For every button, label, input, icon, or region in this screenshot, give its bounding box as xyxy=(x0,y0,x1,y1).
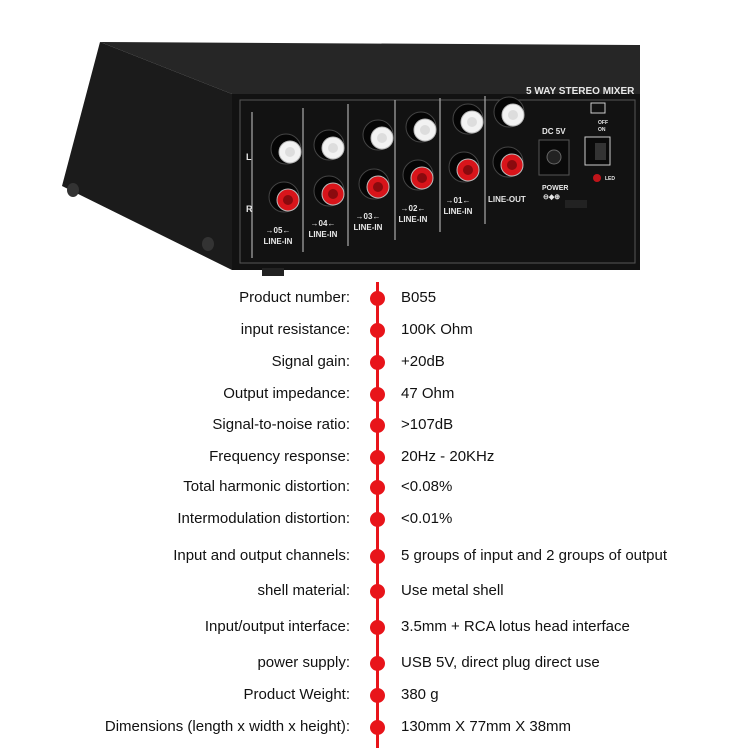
device-side-face xyxy=(62,42,232,270)
spec-label: input resistance: xyxy=(240,321,350,338)
spec-row: Product number: B055 xyxy=(0,288,750,308)
spec-value: 20Hz - 20KHz xyxy=(401,448,495,465)
rca-jack-right xyxy=(268,181,300,213)
rca-jack-left xyxy=(270,133,302,165)
panel-title: 5 WAY STEREO MIXER xyxy=(526,86,635,97)
spec-label: Input and output channels: xyxy=(173,547,350,564)
spec-label: Intermodulation distortion: xyxy=(177,510,350,527)
spec-value: 130mm X 77mm X 38mm xyxy=(401,718,572,735)
spec-row: Product Weight: 380 g xyxy=(0,685,750,705)
polarity-label: ⊖◆⊕ xyxy=(543,194,560,201)
spec-value: 47 Ohm xyxy=(401,385,455,402)
spec-value: USB 5V, direct plug direct use xyxy=(401,654,600,671)
bullet-dot xyxy=(370,387,385,402)
spec-value: +20dB xyxy=(401,353,445,370)
spec-label: Dimensions (length x width x height): xyxy=(104,718,350,735)
rca-jack-right xyxy=(492,146,524,178)
stereo-mixer-image: 5 WAY STEREO MIXER L R →05← LINE-IN →04← LI… xyxy=(62,42,640,276)
spec-row: Input/output interface: 3.5mm + RCA lotus… xyxy=(0,617,750,637)
bullet-dot xyxy=(370,418,385,433)
spec-row: Output impedance: 47 Ohm xyxy=(0,384,750,404)
rca-jack-right xyxy=(313,175,345,207)
bullet-dot xyxy=(370,720,385,735)
spec-row: Input and output channels: 5 groups of in… xyxy=(0,546,750,566)
line-in-label: LINE-IN xyxy=(354,223,383,232)
line-out-label: LINE-OUT xyxy=(488,195,526,204)
input-number-label: →01← xyxy=(446,196,471,205)
line-in-label: LINE-IN xyxy=(309,230,338,239)
input-number-label: →04← xyxy=(311,219,336,228)
spec-value: >107dB xyxy=(401,416,454,433)
line-in-label: LINE-IN xyxy=(264,237,293,246)
rca-jack-left xyxy=(405,111,437,143)
spec-label: power supply: xyxy=(257,654,350,671)
led-indicator xyxy=(593,174,601,182)
line-in-label: LINE-IN xyxy=(444,207,473,216)
spec-value: B055 xyxy=(401,289,437,306)
spec-label: Output impedance: xyxy=(223,385,350,402)
spec-label: shell material: xyxy=(257,582,350,599)
bullet-dot xyxy=(370,323,385,338)
rca-jack-left xyxy=(452,103,484,135)
channel-left-label: L xyxy=(246,152,252,162)
spec-row: Dimensions (length x width x height): 130… xyxy=(0,717,750,737)
bullet-dot xyxy=(370,549,385,564)
bullet-dot xyxy=(370,291,385,306)
bullet-dot xyxy=(370,355,385,370)
rca-jack-left xyxy=(313,129,345,161)
bullet-dot xyxy=(370,512,385,527)
rca-jack-right xyxy=(402,159,434,191)
switch-on-label: ON xyxy=(598,127,606,133)
spec-row: shell material: Use metal shell xyxy=(0,581,750,601)
spec-label: Frequency response: xyxy=(209,448,350,465)
bullet-dot xyxy=(370,584,385,599)
spec-value: 380 g xyxy=(401,686,439,703)
spec-label: Total harmonic distortion: xyxy=(183,478,350,495)
spec-value: <0.08% xyxy=(401,478,453,495)
bullet-dot xyxy=(370,480,385,495)
bullet-dot xyxy=(370,656,385,671)
spec-row: Frequency response: 20Hz - 20KHz xyxy=(0,447,750,467)
spec-label: Signal-to-noise ratio: xyxy=(212,416,350,433)
switch-off-label: OFF xyxy=(598,120,608,126)
line-in-label: LINE-IN xyxy=(399,215,428,224)
spec-row: Signal-to-noise ratio: >107dB xyxy=(0,415,750,435)
rca-jack-right xyxy=(358,168,390,200)
spec-label: Product Weight: xyxy=(243,686,350,703)
input-number-label: →05← xyxy=(266,226,291,235)
bullet-dot xyxy=(370,450,385,465)
rca-jack-right xyxy=(448,151,480,183)
spec-row: Intermodulation distortion: <0.01% xyxy=(0,509,750,529)
power-label: POWER xyxy=(542,185,568,192)
device-front-panel xyxy=(232,94,640,270)
spec-row: power supply: USB 5V, direct plug direct … xyxy=(0,653,750,673)
spec-value: 5 groups of input and 2 groups of output xyxy=(401,547,668,564)
spec-label: Product number: xyxy=(239,289,350,306)
led-label: LED xyxy=(605,176,615,182)
spec-label: Signal gain: xyxy=(271,353,350,370)
input-number-label: →03← xyxy=(356,212,381,221)
bullet-dot xyxy=(370,620,385,635)
dc-label: DC 5V xyxy=(542,127,566,136)
spec-value: 100K Ohm xyxy=(401,321,473,338)
bullet-dot xyxy=(370,688,385,703)
channel-right-label: R xyxy=(246,204,253,214)
spec-value: Use metal shell xyxy=(401,582,504,599)
device-top-face xyxy=(100,42,640,94)
rca-jack-left xyxy=(362,119,394,151)
spec-label: Input/output interface: xyxy=(204,618,350,635)
spec-row: Total harmonic distortion: <0.08% xyxy=(0,477,750,497)
spec-value: 3.5mm + RCA lotus head interface xyxy=(401,618,630,635)
input-number-label: →02← xyxy=(401,204,426,213)
spec-value: <0.01% xyxy=(401,510,453,527)
spec-row: input resistance: 100K Ohm xyxy=(0,320,750,340)
spec-row: Signal gain: +20dB xyxy=(0,352,750,372)
rca-jack-left xyxy=(493,96,525,128)
